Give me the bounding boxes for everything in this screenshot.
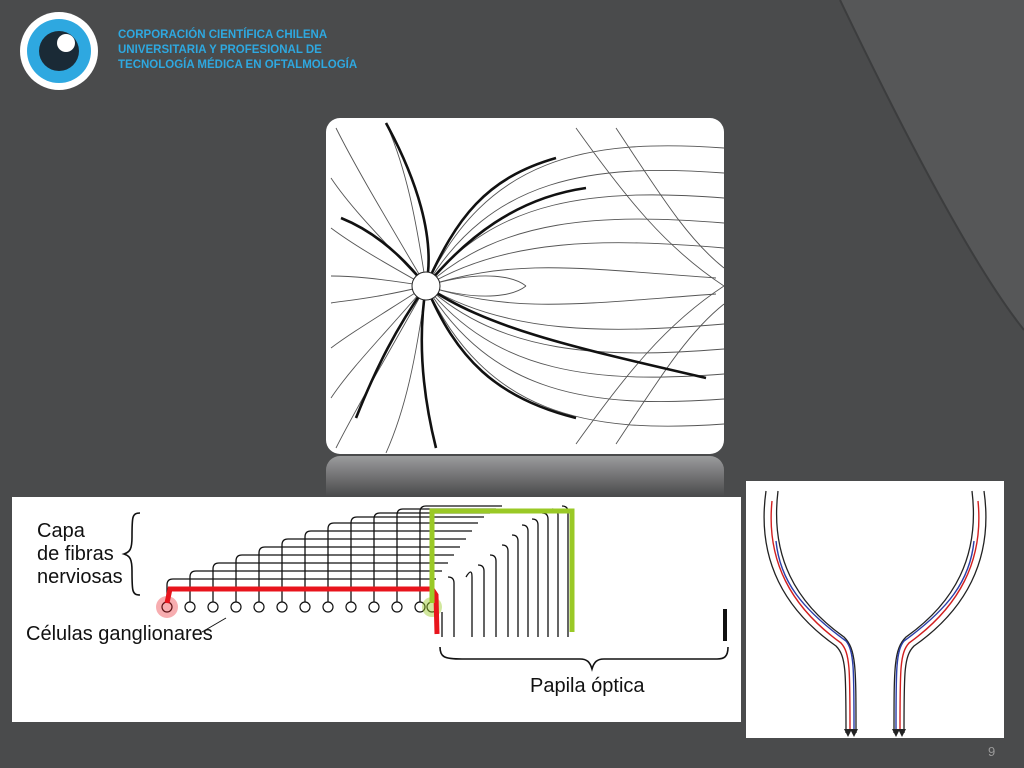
organization-title: CORPORACIÓN CIENTÍFICA CHILENA UNIVERSIT… <box>118 28 438 73</box>
nerve-fiber-layer-diagram: Capa de fibras nerviosas Células ganglio… <box>12 497 741 722</box>
label-capa-line-2: de fibras <box>37 543 114 565</box>
org-title-line-2: UNIVERSITARIA Y PROFESIONAL DE <box>118 44 322 56</box>
label-capa-line-3: nerviosas <box>37 566 123 588</box>
highlight-cell-red <box>156 596 178 618</box>
label-celulas-ganglionares: Células ganglionares <box>26 623 213 645</box>
optic-nerve-cross-section <box>746 481 1004 738</box>
org-title-line-1: CORPORACIÓN CIENTÍFICA CHILENA <box>118 29 328 41</box>
image-reflection <box>326 456 724 496</box>
label-capa-line-1: Capa <box>37 520 85 542</box>
label-papila-optica: Papila óptica <box>530 675 645 697</box>
retina-fiber-drawing <box>326 118 724 454</box>
org-title-line-3: TECNOLOGÍA MÉDICA EN OFTALMOLOGÍA <box>118 59 358 71</box>
green-fiber-path <box>429 508 575 632</box>
logo-eye-icon <box>20 12 98 90</box>
brace-capa <box>121 512 141 596</box>
brace-papila <box>439 646 729 672</box>
papila-edge-mark <box>723 609 727 641</box>
page-number: 9 <box>988 744 996 759</box>
